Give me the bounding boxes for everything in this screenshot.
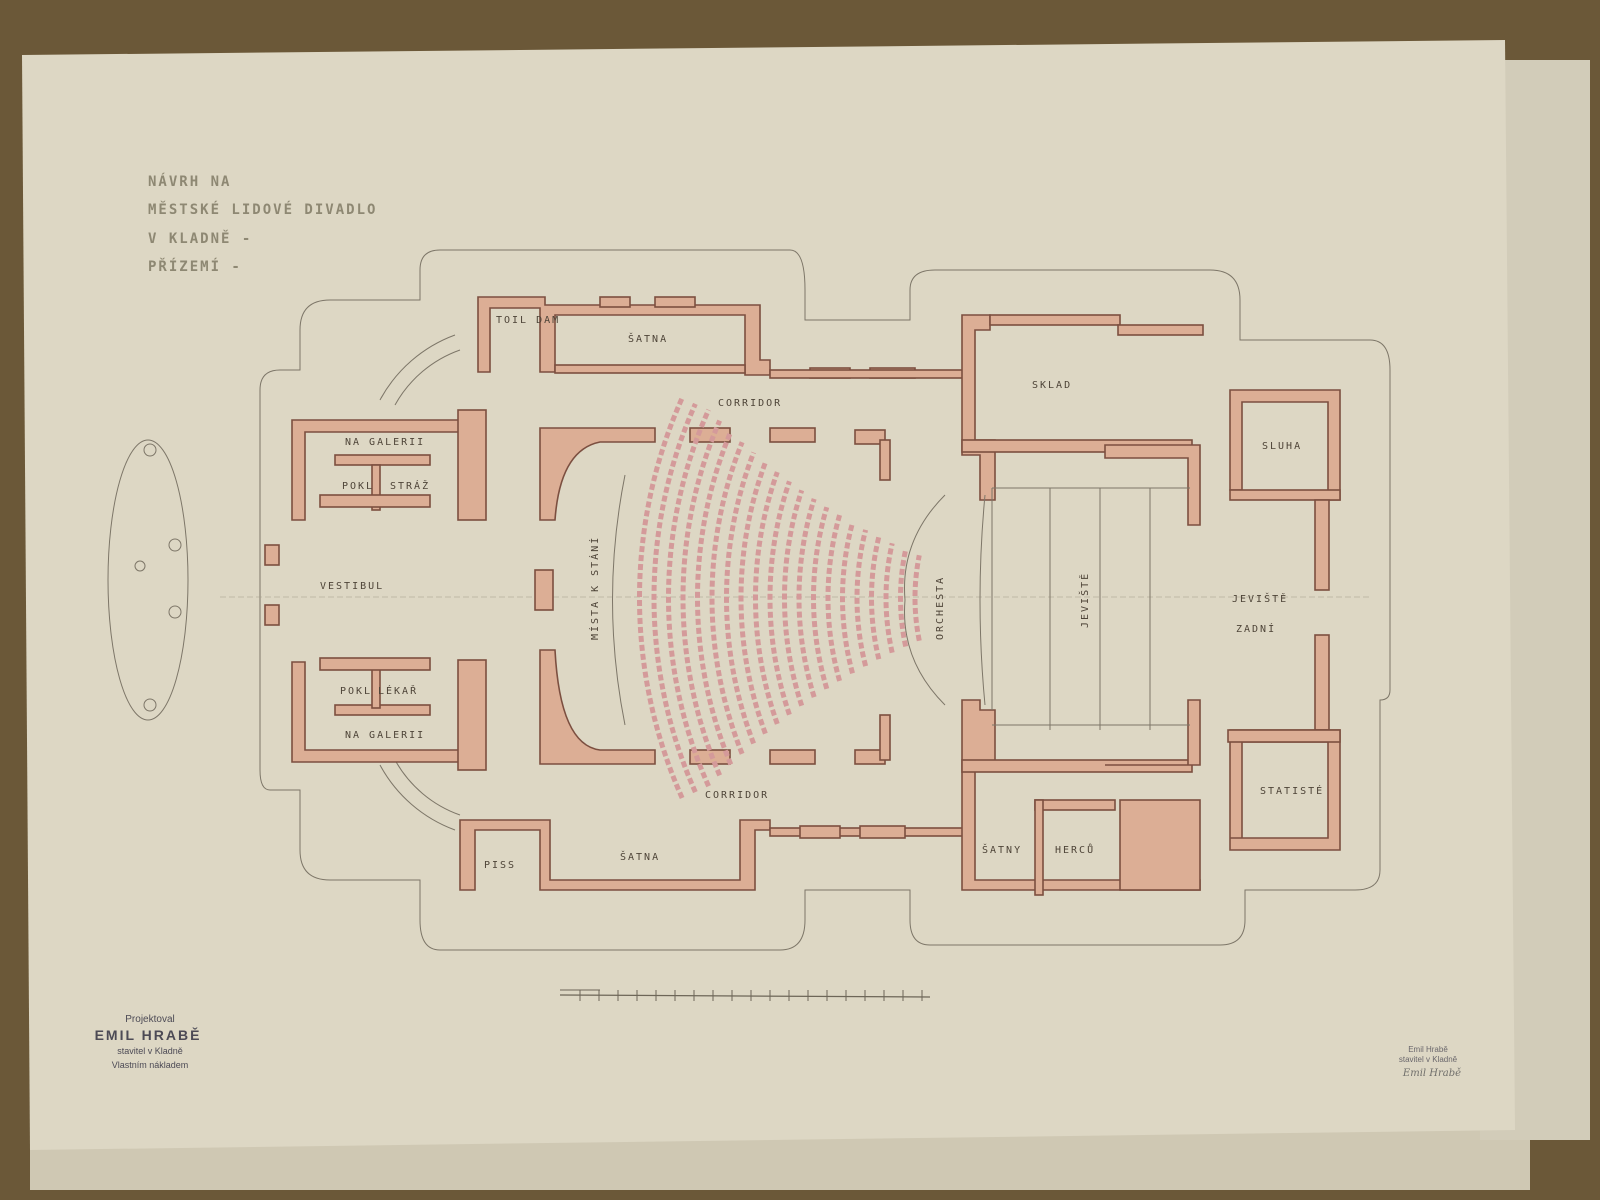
label-toilet-ladies: TOIL DAM [496,315,560,326]
label-orchestra: ORCHESTA [935,576,946,640]
signature: Emil Hrabě [1402,1068,1461,1079]
label-guard: STRÁŽ [390,479,430,492]
label-extras: STATISTÉ [1260,784,1324,797]
seat-row [680,419,722,777]
label-urinal: PISS [484,860,516,871]
seat-row [637,396,685,800]
seat-row [796,498,817,698]
stamp-right-line-2: stavitel v Kladně [1399,1055,1458,1064]
drawing-title: NÁVRH NA MĚSTSKÉ LIDOVÉ DIVADLO V KLADNĚ… [148,173,377,275]
seat-row [666,408,711,788]
label-cloakroom-bottom: ŠATNA [620,850,660,863]
seat-row [854,529,869,667]
label-vestibule: VESTIBUL [320,581,384,592]
seat-row [782,489,805,707]
label-ticket-office-top: POKL [342,481,374,492]
label-actors: HERCŮ [1055,843,1095,856]
architect-stamp-left: Projektoval EMIL HRABĚ stavitel v Kladně… [95,1014,202,1070]
seat-row [869,536,882,660]
title-line-2: MĚSTSKÉ LIDOVÉ DIVADLO [148,201,377,218]
label-servant: SLUHA [1262,441,1302,452]
stamp-line-4: Vlastním nákladem [112,1060,189,1070]
seat-row [883,542,895,654]
stamp-right-line-1: Emil Hrabě [1408,1045,1448,1054]
seat-row [738,461,768,735]
stage-lines [612,474,1190,730]
seat-row [898,548,909,648]
architect-stamp-right: Emil Hrabě stavitel v Kladně Emil Hrabě [1399,1045,1461,1079]
seat-row [825,514,842,682]
label-corridor-bottom: CORRIDOR [705,790,769,801]
auditorium-seating [637,396,922,800]
label-doctor: LÉKAŘ [378,684,418,697]
label-ticket-office-bottom: POKL [340,686,372,697]
stamp-line-2: EMIL HRABĚ [95,1026,202,1043]
title-line-4: PŘÍZEMÍ - [148,257,242,275]
site-outline [107,249,1391,951]
walls [264,296,1341,896]
seat-row [724,451,756,745]
title-line-3: V KLADNĚ - [148,230,252,247]
label-stage: JEVIŠTĚ [1078,572,1091,628]
label-corridor-top: CORRIDOR [718,398,782,409]
label-storage: SKLAD [1032,380,1072,391]
stamp-line-3: stavitel v Kladně [117,1046,183,1056]
entrance-ramp-outline [107,439,189,721]
seat-row [695,430,734,766]
seat-row [651,402,698,794]
seat-row [767,480,792,716]
label-dressing-rooms: ŠATNY [982,843,1022,856]
label-cloakroom-top: ŠATNA [628,332,668,345]
label-rear-stage: JEVIŠTĚ [1232,592,1288,605]
seat-row [811,506,830,690]
seat-row [840,522,855,674]
label-rear-stage-2: ZADNÍ [1236,622,1276,635]
label-to-gallery-top: NA GALERII [345,437,425,448]
scale-bar [559,989,931,1001]
seat-row [753,471,780,725]
label-standing-places: MÍSTA K STÁNÍ [588,536,601,640]
room-labels: TOIL DAM ŠATNA CORRIDOR SKLAD SLUHA NA G… [320,315,1324,871]
title-line-1: NÁVRH NA [148,173,231,190]
label-to-gallery-bottom: NA GALERII [345,730,425,741]
stamp-line-1: Projektoval [125,1014,174,1025]
